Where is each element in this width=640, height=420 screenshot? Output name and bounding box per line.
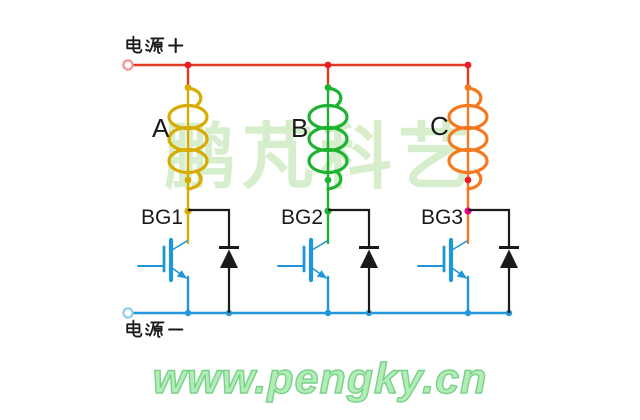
power-minus-label: 电源− — [123, 319, 187, 345]
glyph-yuan — [145, 321, 165, 338]
diode-1-triangle — [220, 249, 238, 268]
coil-b-label: B — [291, 113, 309, 143]
transistor-bg2-label: BG2 — [281, 206, 324, 229]
coil-c-bottom-dot — [464, 176, 472, 184]
glyph-plus-sign — [168, 37, 184, 54]
diode-1-icon — [188, 208, 239, 313]
glyph-yuan — [145, 37, 165, 54]
diode-3-triangle — [500, 249, 518, 268]
watermark-text: 鹏芃科艺 — [163, 118, 476, 198]
site-url-text: www.pengky.cn — [152, 354, 488, 403]
transistor-bg3-label: BG3 — [421, 206, 464, 229]
power-plus-label: 电源+ — [123, 35, 187, 61]
positive-rail — [128, 63, 470, 88]
coil-a-label: A — [152, 113, 170, 143]
coil-c-top-dot — [464, 84, 472, 91]
coil-c — [447, 85, 489, 245]
transistor-bg2-arrow — [316, 270, 327, 279]
positive-rail-junction-dots — [184, 61, 472, 69]
diode-3-icon — [468, 208, 519, 313]
negative-terminal-icon — [122, 307, 134, 319]
coil-c-label: C — [430, 111, 449, 141]
transistor-bg1-label: BG1 — [141, 206, 184, 229]
transistor-bg1-arrow — [176, 270, 187, 279]
glyph-dian — [126, 319, 143, 338]
transistor-bg1-icon — [137, 237, 190, 315]
positive-terminal-icon — [122, 59, 134, 71]
glyph-dian — [126, 35, 143, 54]
coil-b — [307, 85, 349, 245]
diode-2-icon — [328, 208, 379, 313]
transistor-bg3-arrow — [456, 270, 467, 279]
diode-2-triangle — [360, 249, 378, 268]
